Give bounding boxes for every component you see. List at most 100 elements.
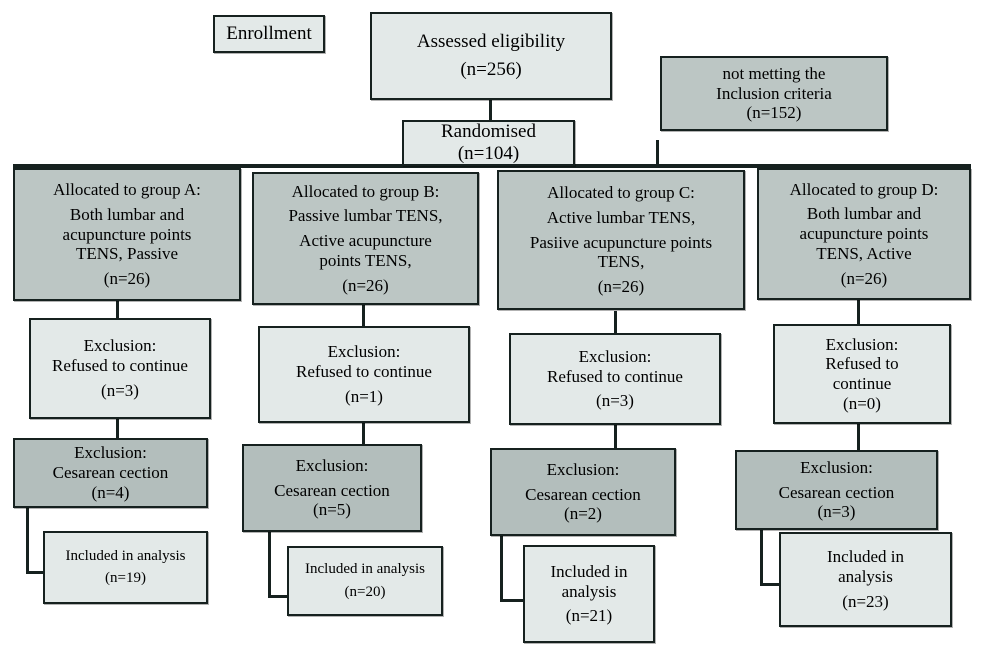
connector-b-cesarean-to-included-h (268, 595, 288, 598)
refused-b-line1: Exclusion: (327, 342, 401, 362)
refused-a-line1: Exclusion: (83, 336, 157, 356)
excluded-count: (n=152) (746, 103, 802, 123)
connector-a-cesarean-to-included-h (26, 571, 44, 574)
cesarean-b-line1: Exclusion: (295, 455, 369, 475)
connector-c-cesarean-to-included-h (500, 599, 524, 602)
cesarean-c-line2: Cesarean cection (525, 484, 641, 504)
included-c-count: (n=21) (565, 606, 613, 626)
refused-d-line3: continue (832, 374, 892, 393)
refused-b-line2: Refused to continue (296, 362, 432, 382)
connector-distribution-bar (13, 164, 971, 168)
connector-a-refused-to-cesarean (116, 418, 119, 440)
refused-c-count: (n=3) (596, 391, 634, 411)
cesarean-a-count: (n=4) (91, 482, 130, 502)
allocation-c-count: (n=26) (597, 277, 645, 297)
included-in-analysis-box-group-d: Included in analysis (n=23) (779, 532, 952, 627)
connector-c-refused-to-cesarean (614, 424, 617, 450)
included-in-analysis-box-group-c: Included in analysis (n=21) (523, 545, 655, 643)
connector-d-alloc-to-refused (857, 300, 860, 324)
allocation-a-line3: acupuncture points (62, 224, 192, 244)
refused-c-line1: Exclusion: (578, 346, 652, 366)
exclusion-refused-box-group-b: Exclusion: Refused to continue (n=1) (258, 326, 470, 423)
enrollment-label-box: Enrollment (213, 15, 325, 53)
cesarean-c-count: (n=2) (564, 504, 602, 524)
allocation-c-line2: Active lumbar TENS, (546, 207, 696, 227)
connector-assessed-to-randomised (489, 100, 492, 122)
allocation-b-line2: Passive lumbar TENS, (288, 206, 443, 226)
excluded-line2: Inclusion criteria (716, 83, 832, 103)
refused-d-line1: Exclusion: (825, 334, 899, 354)
allocation-d-line2: Both lumbar and (806, 204, 922, 224)
allocation-c-line3: Pasiive acupuncture points (529, 232, 713, 252)
assessed-eligibility-box: Assessed eligibility (n=256) (370, 12, 612, 100)
included-c-line1: Included in (550, 561, 628, 581)
cesarean-b-line2: Cesarean cection (274, 480, 390, 500)
included-c-line2: analysis (561, 581, 617, 601)
included-b-line1: Included in analysis (305, 561, 425, 578)
allocation-d-line1: Allocated to group D: (789, 179, 939, 199)
allocation-b-line1: Allocated to group B: (291, 181, 440, 201)
connector-d-refused-to-cesarean (857, 424, 860, 450)
connector-c-cesarean-to-included-v (500, 536, 503, 602)
allocation-a-line1: Allocated to group A: (53, 180, 201, 200)
cesarean-a-line1: Exclusion: (74, 443, 147, 463)
refused-a-count: (n=3) (101, 380, 139, 400)
allocation-box-group-d: Allocated to group D: Both lumbar and ac… (757, 168, 971, 300)
included-d-line1: Included in (827, 547, 904, 567)
allocation-a-line2: Both lumbar and (69, 204, 185, 224)
allocation-b-count: (n=26) (342, 275, 389, 295)
refused-a-line2: Refused to continue (52, 356, 188, 376)
assessed-eligibility-count: (n=256) (460, 58, 522, 80)
exclusion-refused-box-group-a: Exclusion: Refused to continue (n=3) (29, 318, 211, 419)
cesarean-d-line2: Cesarean cection (778, 482, 895, 502)
included-b-count: (n=20) (344, 583, 386, 600)
allocation-a-line4: TENS, Passive (76, 244, 178, 264)
connector-b-cesarean-to-included-v (268, 532, 271, 598)
allocation-box-group-c: Allocated to group C: Active lumbar TENS… (497, 170, 745, 310)
cesarean-d-count: (n=3) (817, 502, 856, 522)
included-d-line2: analysis (838, 567, 893, 587)
included-a-count: (n=19) (105, 570, 146, 586)
randomised-count: (n=104) (457, 143, 520, 164)
included-in-analysis-box-group-b: Included in analysis (n=20) (287, 546, 443, 616)
exclusion-refused-box-group-c: Exclusion: Refused to continue (n=3) (509, 333, 721, 425)
excluded-line1: not metting the (722, 63, 826, 83)
connector-d-cesarean-to-included-v (760, 530, 763, 586)
enrollment-label-text: Enrollment (226, 22, 312, 44)
allocation-box-group-a: Allocated to group A: Both lumbar and ac… (13, 168, 241, 301)
refused-d-line2: Refused to (825, 354, 899, 374)
allocation-d-line3: acupuncture points (799, 224, 929, 244)
connector-tick-group-c (656, 140, 659, 168)
allocation-b-line3: Active acupuncture (299, 231, 432, 251)
allocation-c-line4: TENS, (597, 252, 645, 272)
refused-c-line2: Refused to continue (547, 366, 683, 386)
cesarean-c-line1: Exclusion: (546, 459, 620, 479)
connector-a-alloc-to-refused (116, 300, 119, 320)
exclusion-refused-box-group-d: Exclusion: Refused to continue (n=0) (773, 324, 951, 424)
randomised-line1: Randomised (441, 120, 536, 142)
cesarean-a-line2: Cesarean cection (52, 463, 169, 483)
included-a-line1: Included in analysis (65, 547, 186, 564)
connector-c-alloc-to-refused (614, 311, 617, 335)
exclusion-cesarean-box-group-d: Exclusion: Cesarean cection (n=3) (735, 450, 938, 530)
refused-d-count: (n=0) (843, 393, 881, 413)
randomised-box: Randomised (n=104) (402, 120, 575, 166)
assessed-eligibility-line1: Assessed eligibility (416, 31, 566, 53)
exclusion-cesarean-box-group-a: Exclusion: Cesarean cection (n=4) (13, 438, 208, 508)
connector-b-alloc-to-refused (362, 304, 365, 328)
allocation-d-count: (n=26) (840, 268, 888, 288)
exclusion-cesarean-box-group-c: Exclusion: Cesarean cection (n=2) (490, 448, 676, 536)
included-in-analysis-box-group-a: Included in analysis (n=19) (43, 531, 208, 604)
connector-a-cesarean-to-included-v (26, 508, 29, 574)
connector-d-cesarean-to-included-h (760, 583, 780, 586)
allocation-box-group-b: Allocated to group B: Passive lumbar TEN… (252, 172, 479, 305)
connector-b-refused-to-cesarean (362, 422, 365, 446)
exclusion-cesarean-box-group-b: Exclusion: Cesarean cection (n=5) (242, 444, 422, 532)
allocation-a-count: (n=26) (103, 269, 151, 289)
cesarean-b-count: (n=5) (313, 500, 351, 520)
refused-b-count: (n=1) (345, 386, 383, 406)
included-d-count: (n=23) (842, 591, 889, 611)
allocation-b-line4: points TENS, (319, 250, 412, 270)
cesarean-d-line1: Exclusion: (800, 457, 873, 477)
